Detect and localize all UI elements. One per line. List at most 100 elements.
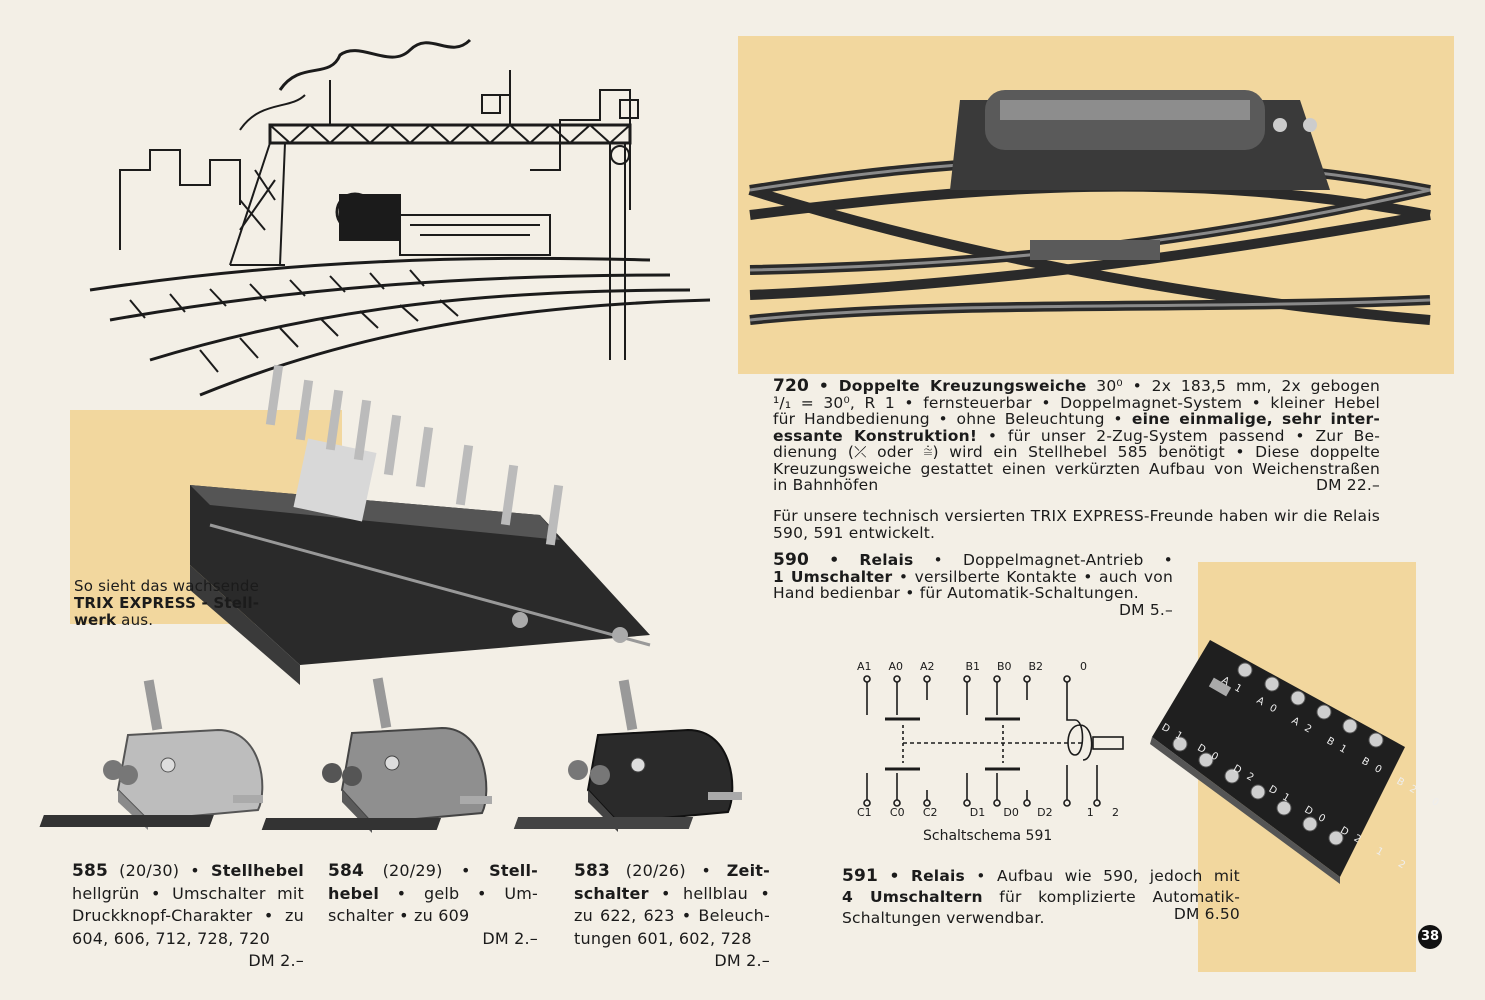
p583-line-2-rest: • hellblau • — [648, 883, 770, 903]
relais-intro: Für unsere technisch versierten TRIX EXP… — [773, 508, 1380, 541]
p583-title-b: schalter — [574, 883, 649, 903]
p590-line-2-rest: • versilberte Kontakte • auch von — [892, 567, 1173, 586]
relais-intro-line-1: Für unsere technisch versierten TRIX EXP… — [773, 507, 1380, 525]
p584-price: DM 2.– — [482, 928, 538, 948]
p585-line-4: 604, 606, 712, 728, 720 — [72, 928, 270, 948]
p591-line-2-rest: für komplizierte Automatik- — [982, 888, 1241, 906]
p583-price: DM 2.– — [714, 951, 770, 970]
p583-line-1: 583 (20/26) • Zeit- — [574, 860, 770, 883]
p720-line-7-text: in Bahnhöfen — [773, 476, 879, 494]
product-720-description: 720 • Doppelte Kreuzungsweiche 30⁰ • 2x … — [773, 378, 1380, 494]
stellhebel-585-photo — [39, 679, 264, 830]
p720-line-4a: essante Konstruktion! — [773, 426, 978, 445]
p720-line-3a: für Handbedienung • ohne Beleuchtung • — [773, 410, 1123, 428]
p583-code: (20/26) • — [625, 861, 712, 880]
p590-number: 590 — [773, 550, 810, 570]
p585-line-2: hellgrün • Umschalter mit — [72, 883, 304, 903]
p591-line-2: 4 Umschaltern für komplizierte Automatik… — [842, 887, 1240, 908]
caption-line-3: werk aus. — [74, 612, 259, 629]
schema-label-b1: B1 — [965, 660, 980, 673]
p720-price: DM 22.– — [1315, 476, 1380, 494]
schema-top-labels: A1 A0 A2 B1 B0 B2 0 — [857, 660, 1087, 673]
stellhebel-584-photo — [261, 677, 492, 833]
p585-number: 585 — [72, 861, 109, 881]
relais-591-photo — [1150, 640, 1405, 884]
relais-intro-line-2: 590, 591 entwickelt. — [773, 523, 936, 542]
product-590-description: 590 • Relais • Doppelmagnet-Antrieb • 1 … — [773, 552, 1173, 618]
schema-label-0: 0 — [1079, 660, 1087, 673]
p720-line-1-rest: 30⁰ • 2x 183,5 mm, 2x gebogen — [1096, 377, 1380, 395]
p585-code: (20/30) • — [119, 861, 200, 880]
p585-line-3: Druckknopf-Charakter • zu — [72, 906, 304, 925]
stellwerk-assembly-photo — [190, 364, 651, 685]
p590-line-1-rest: • Doppelmagnet-Antrieb • — [933, 551, 1173, 569]
p591-number: 591 — [842, 866, 879, 886]
p720-line-6: Kreuzungsweiche gestattet einen verkürzt… — [773, 459, 1380, 478]
schema-bottom-labels: C1 C0 C2 D1 D0 D2 1 2 — [857, 806, 1119, 819]
schema-label-b0: B0 — [996, 660, 1012, 673]
schema-label-d2: D2 — [1037, 806, 1053, 819]
schaltschema-diagram: A1 A0 A2 B1 B0 B2 0 C1 C0 C2 D1 D0 — [845, 660, 1145, 850]
schema-label-c2: C2 — [922, 806, 938, 819]
p585-line-1: 585 (20/30) • Stellhebel — [72, 860, 304, 883]
p585-title: Stellhebel — [210, 861, 304, 880]
schema-label-a2: A2 — [919, 660, 935, 673]
p585-price: DM 2.– — [248, 951, 304, 970]
schema-label-a1: A1 — [857, 660, 872, 673]
p583-number: 583 — [574, 861, 611, 881]
p720-line-3: für Handbedienung • ohne Beleuchtung • e… — [773, 411, 1380, 428]
product-591-description: 591 • Relais • Aufbau wie 590, jedoch mi… — [842, 866, 1240, 929]
p591-line-2-bold: 4 Umschaltern — [842, 888, 983, 906]
schema-label-c1: C1 — [857, 806, 872, 819]
p590-line-2-bold: 1 Umschalter — [773, 567, 893, 586]
p583-line-2: schalter • hellblau • — [574, 883, 770, 906]
p584-title-a: Stell- — [489, 861, 538, 880]
p584-number: 584 — [328, 861, 365, 881]
p584-line-1: 584 (20/29) • Stell- — [328, 860, 538, 883]
schema-label-c0: C0 — [889, 806, 905, 819]
p720-line-4b: • für unser 2-Zug-System passend • Zur B… — [977, 426, 1380, 445]
p583-title-a: Zeit- — [726, 861, 770, 880]
p584-title-b: hebel — [328, 883, 380, 903]
p590-price: DM 5.– — [1119, 600, 1173, 619]
product-585-description: 585 (20/30) • Stellhebel hellgrün • Umsc… — [72, 860, 304, 973]
p720-line-4: essante Konstruktion! • für unser 2-Zug-… — [773, 426, 1380, 445]
caption-line-2: TRIX EXPRESS - Stell- — [74, 594, 260, 612]
product-583-description: 583 (20/26) • Zeit- schalter • hellblau … — [574, 860, 770, 973]
p591-title: Relais — [910, 867, 965, 885]
p720-line-7: in Bahnhöfen DM 22.– — [773, 477, 1380, 494]
schema-wiring — [863, 675, 1124, 807]
schema-caption: Schaltschema 591 — [923, 828, 1053, 844]
p584-line-2: hebel • gelb • Um- — [328, 883, 538, 906]
p591-line-3: Schaltungen verwendbar. DM 6.50 — [842, 905, 1240, 929]
caption-line-3-bold: werk — [74, 611, 117, 629]
caption-line-1: So sieht das wachsende — [74, 577, 260, 595]
p720-line-5: dienung (⤫ oder ⩭) wird ein Stellhebel 5… — [773, 443, 1380, 461]
p720-line-1: 720 • Doppelte Kreuzungsweiche 30⁰ • 2x … — [773, 376, 1380, 396]
caption-line-3-rest: aus. — [116, 611, 154, 629]
schema-label-b2: B2 — [1028, 660, 1043, 673]
p591-price: DM 6.50 — [1173, 905, 1240, 923]
stellwerk-caption: So sieht das wachsende TRIX EXPRESS - St… — [74, 578, 259, 629]
p583-line-3: zu 622, 623 • Beleuch- — [574, 906, 770, 925]
zeitschalter-583-photo — [513, 679, 742, 832]
relay-label-0: 0 — [1429, 796, 1448, 813]
p591-line-1: 591 • Relais • Aufbau wie 590, jedoch mi… — [842, 866, 1240, 886]
p590-title: Relais — [859, 551, 914, 569]
railway-sketch-illustration — [89, 38, 711, 397]
schema-label-2: 2 — [1112, 806, 1119, 819]
p591-line-3-text: Schaltungen verwendbar. — [842, 909, 1045, 927]
schema-label-1: 1 — [1086, 806, 1094, 819]
kreuzungsweiche-photo — [748, 90, 1432, 325]
schema-label-a0: A0 — [888, 660, 904, 673]
page-number-badge: 38 — [1418, 925, 1442, 949]
p583-line-4: tungen 601, 602, 728 — [574, 928, 752, 948]
p590-line-1: 590 • Relais • Doppelmagnet-Antrieb • — [773, 550, 1173, 570]
p720-line-2: ¹/₁ = 30⁰, R 1 • fernsteuerbar • Doppelm… — [773, 393, 1380, 412]
p590-line-2: 1 Umschalter • versilberte Kontakte • au… — [773, 567, 1173, 586]
p584-line-2-rest: • gelb • Um- — [379, 883, 538, 903]
p720-line-3b: eine einmalige, sehr inter- — [1122, 410, 1380, 428]
p720-title: Doppelte Kreuzungsweiche — [838, 377, 1087, 395]
p584-line-3: schalter • zu 609 — [328, 906, 470, 925]
schema-label-d1: D1 — [969, 806, 986, 819]
